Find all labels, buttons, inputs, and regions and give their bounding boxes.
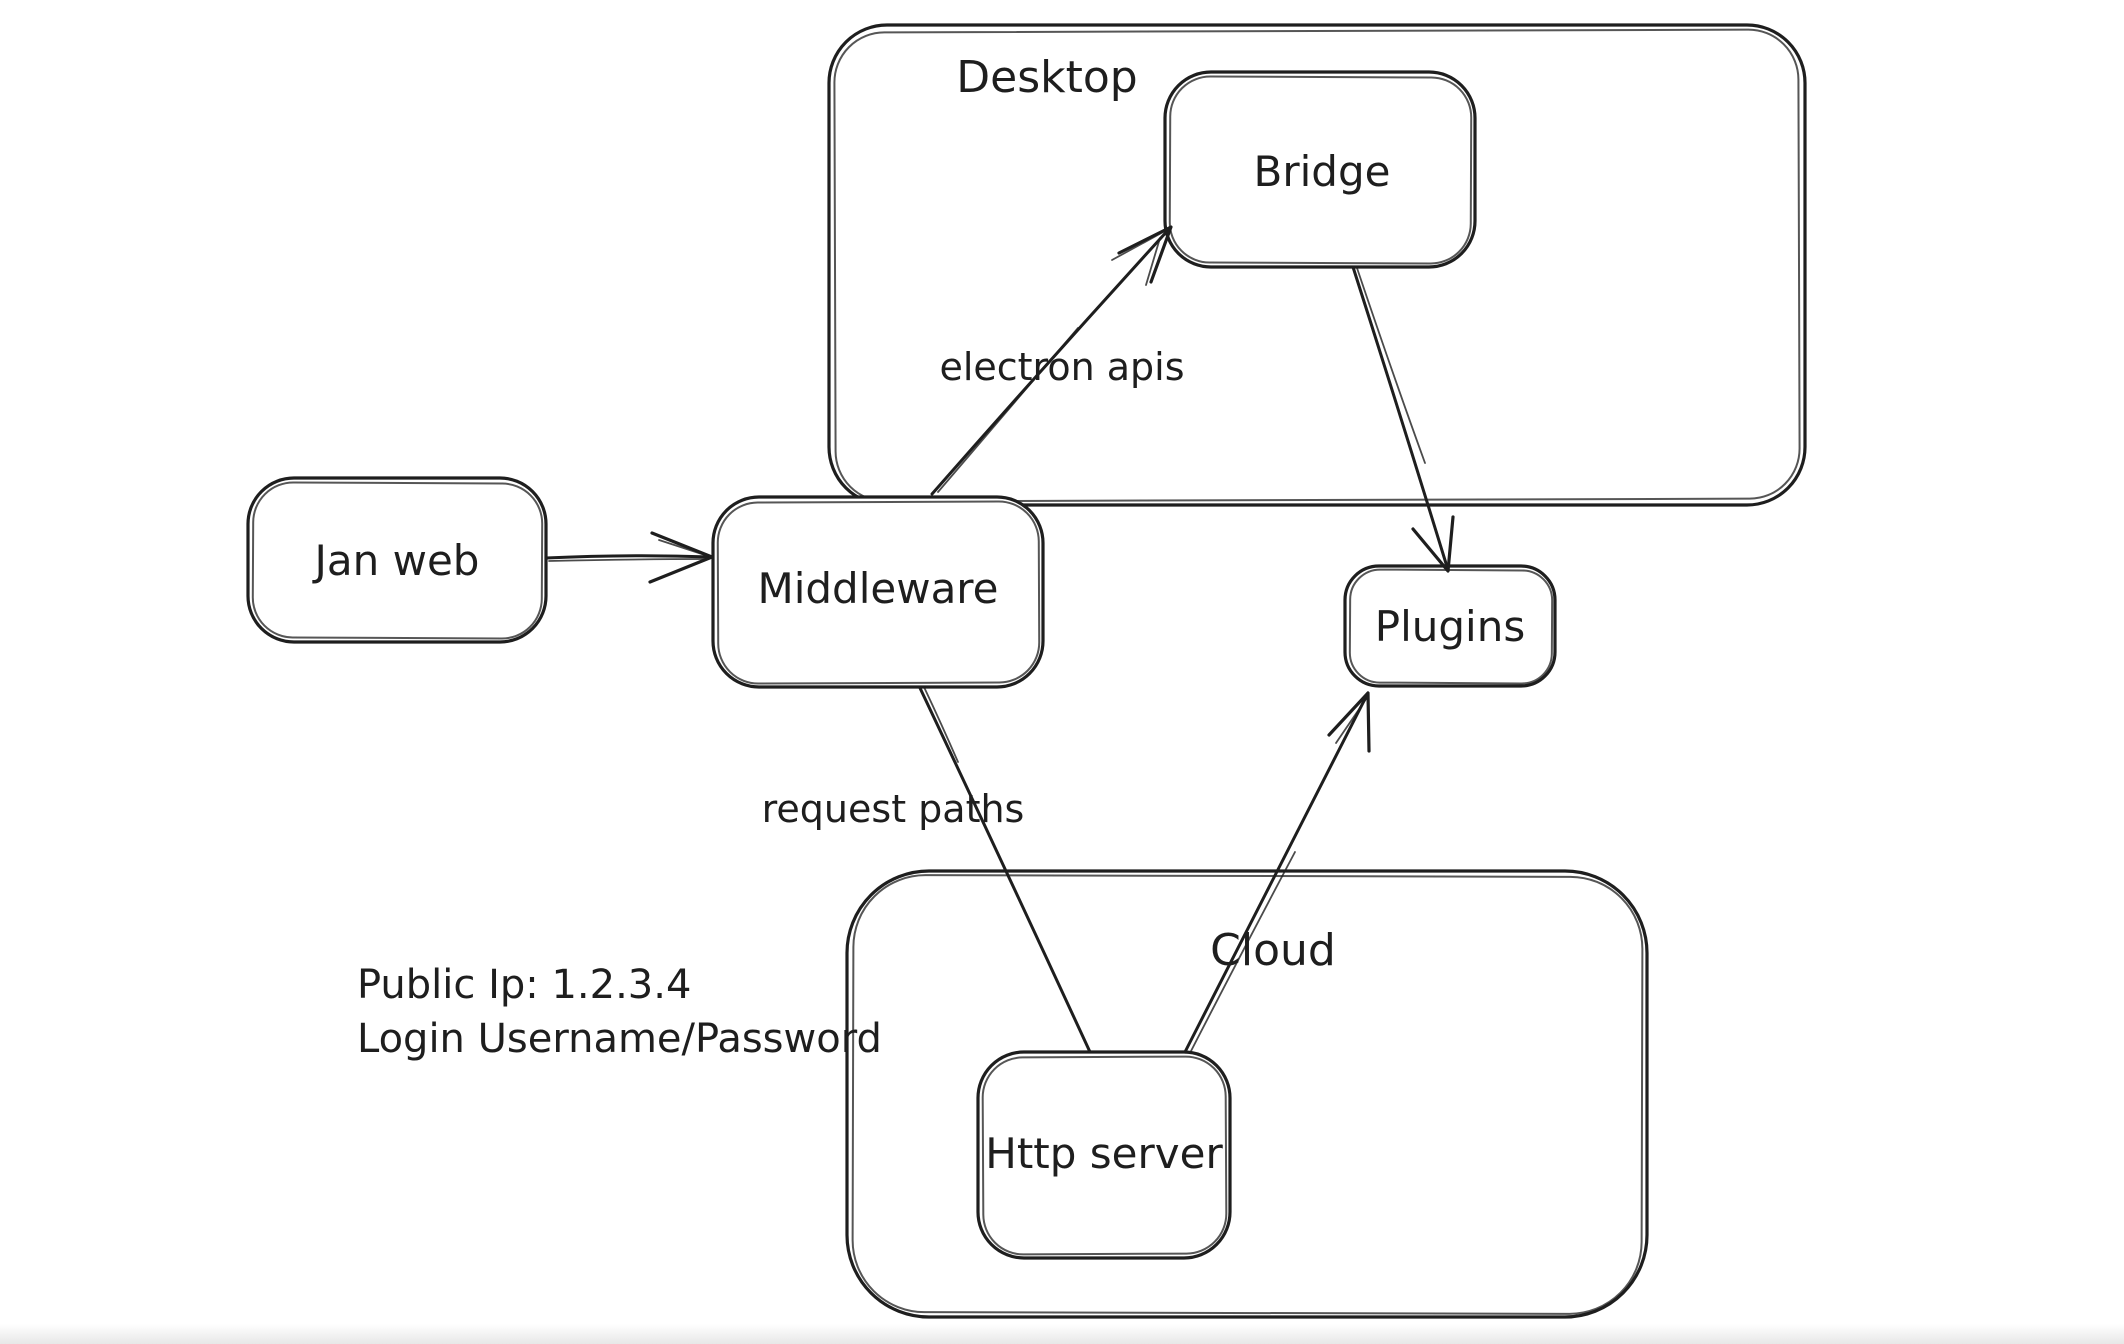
edge-bridge-to-plugins[interactable] [1351, 265, 1455, 573]
bridge-label[interactable]: Bridge [1254, 147, 1391, 196]
node-jan-web[interactable] [246, 476, 548, 644]
jan-web-label[interactable]: Jan web [312, 536, 480, 585]
node-http-server[interactable] [976, 1050, 1232, 1260]
arrowhead-into-plugins-bottom [1327, 691, 1371, 753]
edge-httpserver-plugins-line[interactable] [1183, 691, 1370, 1054]
node-bridge[interactable] [1163, 70, 1477, 269]
edge-middleware-to-bridge[interactable] [930, 225, 1173, 496]
arrowhead-into-middleware [648, 531, 714, 584]
arrowhead-into-plugins-bottom-overdraw [1335, 698, 1367, 744]
bridge-box[interactable] [1163, 70, 1477, 269]
edge-janweb-to-middleware[interactable] [544, 531, 714, 584]
arrowhead-into-plugins-top-overdraw [1418, 536, 1447, 569]
desktop-container-box-sketch-overdraw [833, 28, 1801, 503]
node-middleware[interactable] [711, 495, 1045, 689]
edge-middleware-to-httpserver[interactable] [918, 686, 1092, 1054]
edge-middleware-httpserver-line[interactable] [918, 686, 1092, 1054]
http-server-box[interactable] [976, 1050, 1232, 1260]
edge-janweb-middleware-overdraw [548, 558, 707, 562]
middleware-box[interactable] [711, 495, 1045, 689]
cloud-container-label[interactable]: Cloud [1210, 925, 1336, 976]
middleware-label[interactable]: Middleware [757, 564, 998, 613]
arrowhead-into-bridge [1117, 225, 1173, 284]
middleware-box-sketch-overdraw [716, 500, 1041, 685]
http-server-box-sketch-overdraw [981, 1055, 1228, 1256]
cloud-container-box-sketch-overdraw [851, 874, 1644, 1315]
edge-bridge-plugins-line[interactable] [1351, 265, 1450, 572]
http-server-label[interactable]: Http server [985, 1129, 1223, 1178]
edge-middleware-bridge-overdraw [937, 327, 1079, 493]
desktop-container-label[interactable]: Desktop [956, 52, 1137, 103]
edge-janweb-middleware-line[interactable] [544, 554, 714, 560]
canvas-bottom-edge [0, 1324, 2124, 1344]
edge-label-request-paths[interactable]: request paths [762, 787, 1025, 831]
bridge-box-sketch-overdraw [1168, 75, 1473, 265]
edge-middleware-httpserver-overdraw [923, 686, 959, 763]
jan-web-box-sketch-overdraw [251, 481, 544, 640]
edge-httpserver-plugins-overdraw [1189, 851, 1296, 1054]
note-login[interactable]: Login Username/Password [357, 1016, 882, 1062]
edge-bridge-plugins-overdraw [1356, 267, 1426, 464]
note-public-ip[interactable]: Public Ip: 1.2.3.4 [357, 962, 691, 1008]
plugins-label[interactable]: Plugins [1375, 602, 1525, 651]
jan-web-box[interactable] [246, 476, 548, 644]
plugins-box-sketch-overdraw [1348, 568, 1554, 685]
arrowhead-into-bridge-overdraw [1111, 230, 1166, 286]
arrowhead-into-middleware-overdraw [658, 539, 709, 557]
edge-httpserver-to-plugins[interactable] [1183, 691, 1371, 1054]
edge-label-electron-apis[interactable]: electron apis [939, 345, 1184, 389]
